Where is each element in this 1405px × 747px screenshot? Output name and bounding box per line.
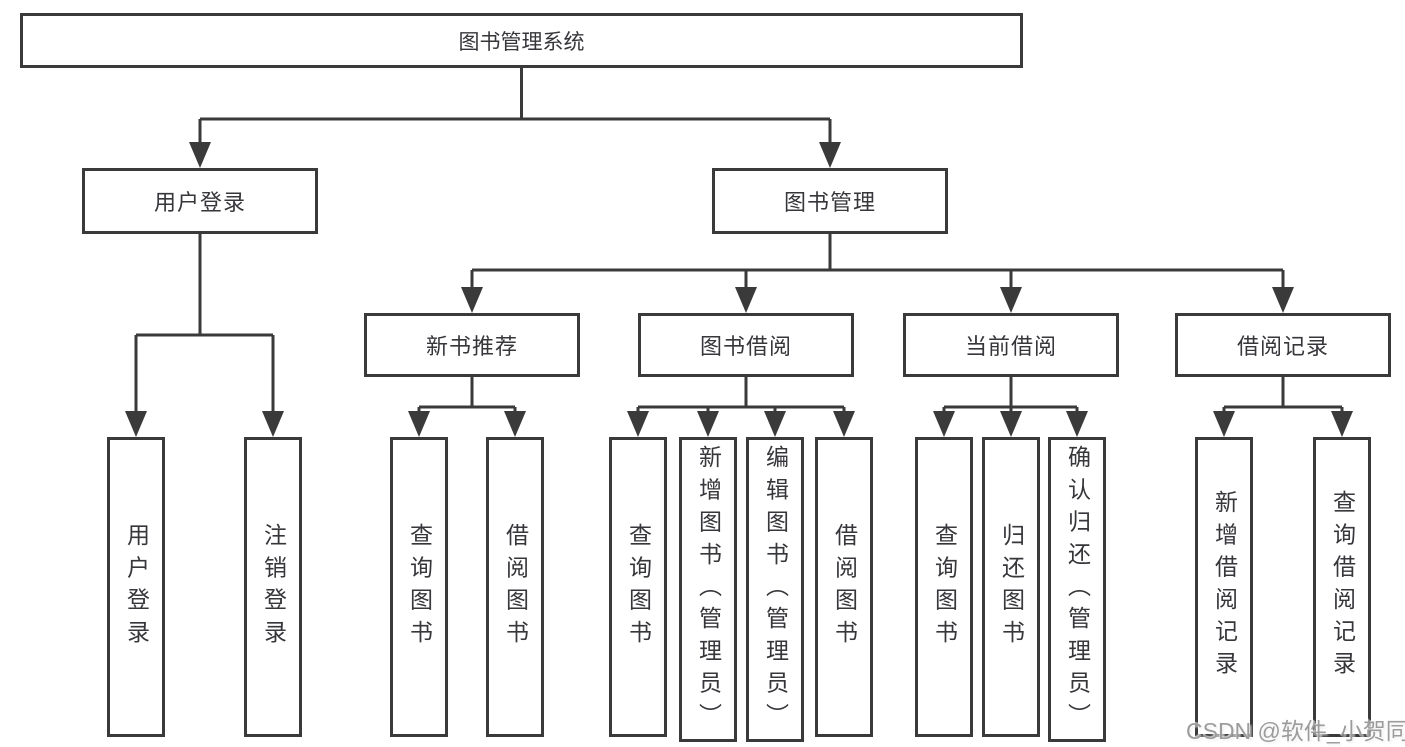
node-current-borrowing: 当前借阅 [903, 313, 1119, 377]
leaf-add-books-admin: 新增图书（管理员） [679, 437, 737, 742]
node-user-login-label: 用户登录 [153, 190, 246, 215]
arrow-icon [408, 411, 430, 437]
leaf-user-login-label: 用户登录 [123, 522, 150, 652]
leaf-logout-label: 注销登录 [260, 522, 287, 652]
node-user-login: 用户登录 [82, 168, 318, 234]
leaf-add-books-admin-label: 新增图书（管理员） [695, 444, 722, 735]
leaf-add-borrow-record-label: 新增借阅记录 [1211, 490, 1238, 684]
arrow-icon [1331, 411, 1353, 437]
arrow-icon [189, 142, 211, 168]
csdn-watermark: CSDN @软件_小贺同学 [1186, 718, 1405, 744]
arrow-icon [764, 411, 786, 437]
node-new-book-recommend-label: 新书推荐 [425, 334, 518, 359]
leaf-current-query-books: 查询图书 [915, 437, 973, 737]
arrow-icon [697, 411, 719, 437]
node-borrowing-records: 借阅记录 [1175, 313, 1391, 377]
leaf-recommend-borrow-books-label: 借阅图书 [502, 522, 529, 652]
leaf-query-borrow-record-label: 查询借阅记录 [1329, 490, 1356, 684]
arrow-icon [504, 411, 526, 437]
arrow-icon [461, 287, 483, 313]
leaf-user-login: 用户登录 [107, 437, 165, 737]
arrow-icon [627, 411, 649, 437]
node-new-book-recommend: 新书推荐 [364, 313, 580, 377]
leaf-return-books-label: 归还图书 [998, 522, 1025, 652]
leaf-recommend-borrow-books: 借阅图书 [486, 437, 544, 737]
leaf-confirm-return-admin: 确认归还（管理员） [1048, 437, 1106, 742]
arrow-icon [833, 411, 855, 437]
leaf-current-query-books-label: 查询图书 [931, 522, 958, 652]
leaf-borrowing-query-books: 查询图书 [609, 437, 667, 737]
arrow-icon [125, 411, 147, 437]
leaf-borrowing-borrow-books-label: 借阅图书 [831, 522, 858, 652]
arrow-icon [262, 411, 284, 437]
arrowheads [125, 142, 1353, 437]
arrow-icon [933, 411, 955, 437]
leaf-recommend-query-books-label: 查询图书 [406, 522, 433, 652]
node-root: 图书管理系统 [20, 13, 1023, 68]
leaf-recommend-query-books: 查询图书 [390, 437, 448, 737]
leaf-add-borrow-record: 新增借阅记录 [1195, 437, 1253, 737]
leaf-edit-books-admin: 编辑图书（管理员） [746, 437, 804, 742]
node-book-management: 图书管理 [712, 168, 948, 234]
node-current-borrowing-label: 当前借阅 [964, 334, 1057, 359]
node-book-borrowing: 图书借阅 [638, 313, 854, 377]
leaf-logout: 注销登录 [244, 437, 302, 737]
arrow-icon [1066, 411, 1088, 437]
leaf-edit-books-admin-label: 编辑图书（管理员） [762, 444, 789, 735]
leaf-borrowing-query-books-label: 查询图书 [625, 522, 652, 652]
arrow-icon [735, 287, 757, 313]
node-book-management-label: 图书管理 [783, 190, 876, 215]
arrow-icon [1272, 287, 1294, 313]
node-root-label: 图书管理系统 [458, 30, 585, 54]
arrow-icon [819, 142, 841, 168]
arrow-icon [1000, 287, 1022, 313]
node-book-borrowing-label: 图书借阅 [699, 334, 792, 359]
leaf-confirm-return-admin-label: 确认归还（管理员） [1064, 444, 1091, 735]
leaf-query-borrow-record: 查询借阅记录 [1313, 437, 1371, 737]
leaf-return-books: 归还图书 [982, 437, 1040, 737]
node-borrowing-records-label: 借阅记录 [1236, 334, 1329, 359]
leaf-borrowing-borrow-books: 借阅图书 [815, 437, 873, 737]
arrow-icon [1000, 411, 1022, 437]
arrow-icon [1213, 411, 1235, 437]
